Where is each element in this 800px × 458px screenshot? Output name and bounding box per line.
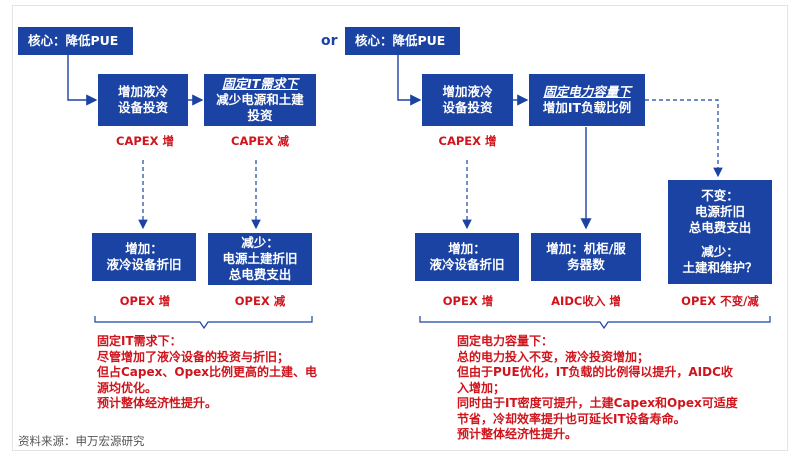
right-dep-up-line-1: 增加： [448,241,486,256]
right-cooling-line-2: 设备投资 [442,100,493,115]
right-aidc-up-label: AIDC收入 增 [551,294,621,308]
right-core-box: 核心：降低PUE [345,27,460,55]
right-unchanged-line-6: 土建和维护？ [682,260,758,275]
left-note-line-1: 固定IT需求下： [97,334,182,348]
left-note: 固定IT需求下： 尽管增加了液冷设备的投资与折旧； 但占Capex、Opex比例… [97,334,317,412]
left-opex-up-label: OPEX 增 [119,294,171,308]
right-note-line-3: 但由于PUE优化，IT负载的比例得以提升，AIDC收 [457,365,733,379]
right-note-line-2: 总的电力投入不变，液冷投资增加； [457,349,650,364]
right-fixed-power-title: 固定电力容量下 [543,84,631,99]
right-note-line-5: 同时由于IT密度可提升，土建Capex和Opex可适度 [457,396,738,410]
right-unchanged-box: 不变： 电源折旧 总电费支出 减少： 土建和维护？ [668,180,772,284]
right-unchanged-line-1: 不变： [701,188,739,203]
right-note-line-1: 固定电力容量下： [457,334,554,348]
left-core-box: 核心：降低PUE [18,27,133,55]
left-note-line-5: 预计整体经济性提升。 [97,396,218,410]
right-note-line-6: 节省，冷却效率提升也可延长IT设备寿命。 [457,411,686,426]
left-fixed-it-line-2: 投资 [247,108,273,123]
right-unchanged-line-2: 电源折旧 [694,204,745,219]
right-opex-up-label: OPEX 增 [442,294,494,308]
left-cooling-line-2: 设备投资 [117,100,168,115]
left-dep-down-box: 减少： 电源土建折旧 总电费支出 [208,233,312,285]
right-unchanged-line-5: 减少： [701,244,739,259]
left-capex-up-label: CAPEX 增 [116,134,174,148]
left-fixed-it-box: 固定IT需求下 减少电源和土建 投资 [204,74,316,126]
or-label: or [321,33,338,49]
right-fixed-power-line-1: 增加IT负载比例 [542,100,632,115]
right-cooling-box: 增加液冷 设备投资 [422,74,513,126]
left-note-line-2: 尽管增加了液冷设备的投资与折旧； [97,349,290,364]
left-opex-down-label: OPEX 减 [234,294,286,308]
right-brace [419,316,771,330]
right-cabinet-line-2: 务器数 [567,257,605,272]
right-core-label: 核心：降低PUE [355,33,446,48]
right-cabinet-line-1: 增加：机柜/服 [546,241,626,256]
source-caption: 资料来源：申万宏源研究 [18,434,145,448]
right-dep-up-line-2: 液冷设备折旧 [429,257,505,272]
left-dep-down-line-2: 电源土建折旧 [222,251,298,266]
left-brace [94,316,313,330]
right-core-to-cooling-line [397,55,422,106]
right-cabinet-box: 增加：机柜/服 务器数 [531,233,641,281]
left-core-label: 核心：降低PUE [28,33,119,48]
right-fixed-power-box: 固定电力容量下 增加IT负载比例 [529,74,645,126]
right-opex-unchanged-label: OPEX 不变/减 [681,294,759,308]
left-cooling-box: 增加液冷 设备投资 [98,74,188,126]
left-note-line-4: 源均优化。 [97,380,158,395]
right-dep-up-box: 增加： 液冷设备折旧 [415,233,519,281]
left-core-to-cooling-line [67,55,98,106]
left-fixed-it-line-1: 减少电源和土建 [216,92,304,107]
right-note-line-4: 入增加； [457,380,506,395]
left-dep-up-line-2: 液冷设备折旧 [106,257,182,272]
right-note: 固定电力容量下： 总的电力投入不变，液冷投资增加； 但由于PUE优化，IT负载的… [457,334,738,443]
left-dep-down-line-1: 减少： [241,235,279,250]
right-cooling-line-1: 增加液冷 [442,84,493,99]
left-cooling-line-1: 增加液冷 [117,84,168,99]
left-fixed-it-title: 固定IT需求下 [222,76,298,91]
left-dep-up-line-1: 增加： [125,241,163,256]
right-note-line-7: 预计整体经济性提升。 [457,427,578,441]
right-unchanged-line-3: 总电费支出 [688,220,752,235]
left-capex-down-label: CAPEX 减 [231,134,289,148]
left-note-line-3: 但占Capex、Opex比例更高的土建、电 [97,365,318,379]
left-dep-up-box: 增加： 液冷设备折旧 [92,233,196,281]
outer-frame [12,5,788,451]
left-dep-down-line-3: 总电费支出 [228,267,292,282]
right-fixed-to-unchanged-dash [645,99,723,178]
right-capex-up-label: CAPEX 增 [438,134,497,148]
